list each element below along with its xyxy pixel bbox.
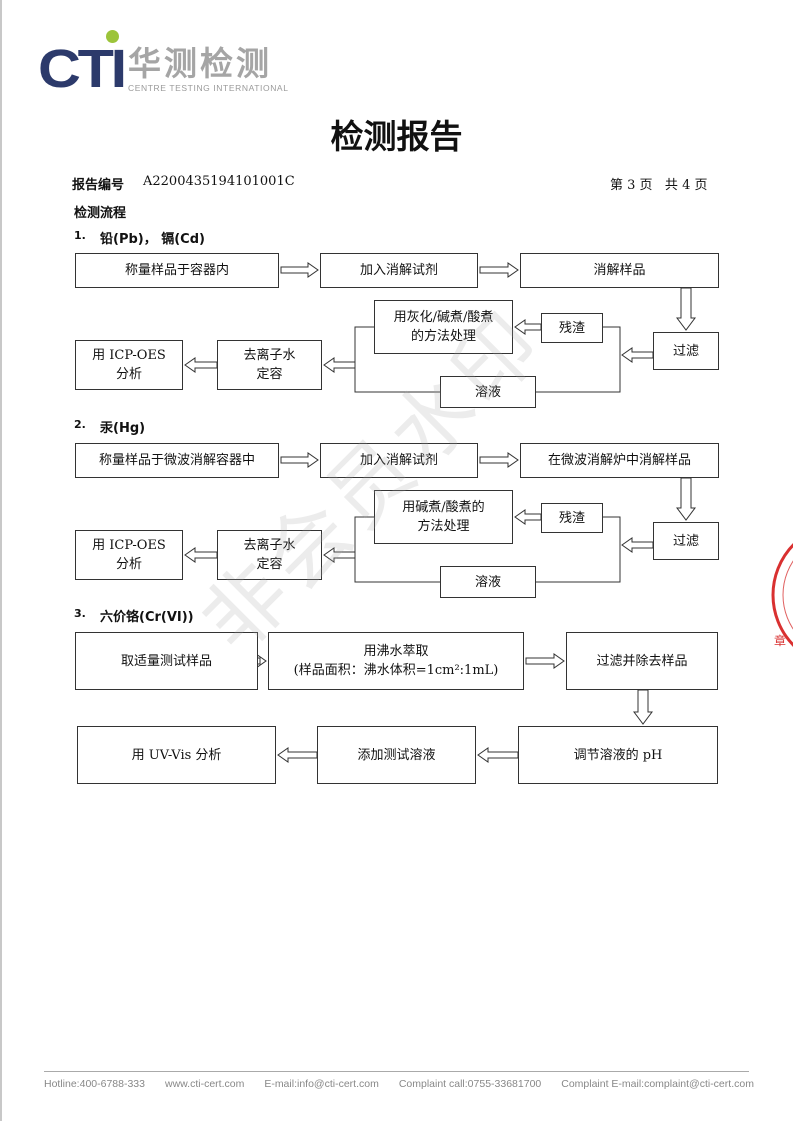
connector-line — [354, 516, 440, 583]
page-info: 第 3 页 共 4 页 — [610, 178, 708, 193]
section-1-title: 铅(Pb)， 镉(Cd) — [100, 232, 205, 247]
section-3-title: 六价铬(Cr(VI)) — [100, 610, 194, 625]
flow-step-2-c: 过滤并除去样品 — [566, 632, 718, 690]
section-2-title: 汞(Hg) — [100, 421, 146, 436]
footer: Hotline:400-6788-333 www.cti-cert.com E-… — [44, 1078, 754, 1090]
logo-english: CENTRE TESTING INTERNATIONAL — [128, 83, 289, 93]
flow-step-0-filter: 过滤 — [653, 332, 719, 370]
arrow-icon — [184, 357, 218, 373]
flow-step-1-residue: 残渣 — [541, 503, 603, 533]
flow-step-2-d: 调节溶液的 pH — [518, 726, 718, 784]
flow-step-2-f: 用 UV-Vis 分析 — [77, 726, 276, 784]
arrow-icon — [323, 357, 356, 373]
page-edge — [0, 0, 2, 1121]
flow-step-2-a: 取适量测试样品 — [75, 632, 258, 690]
section-1-num: 1. — [74, 229, 86, 242]
flow-step-2-b: 用沸水萃取 (样品面积：沸水体积=1cm²:1mL) — [268, 632, 524, 690]
flow-step-2-e: 添加测试溶液 — [317, 726, 476, 784]
arrow-down-icon — [676, 287, 696, 331]
report-no: A2200435194101001C — [143, 174, 295, 189]
arrow-icon — [525, 653, 565, 669]
arrow-icon — [479, 262, 519, 278]
arrow-icon — [280, 452, 319, 468]
flow-step-1-a: 称量样品于微波消解容器中 — [75, 443, 279, 478]
arrow-icon — [323, 547, 356, 563]
footer-hotline: Hotline:400-6788-333 — [44, 1078, 145, 1090]
arrow-icon — [479, 452, 519, 468]
flow-step-0-analyze: 用 ICP-OES 分析 — [75, 340, 183, 390]
arrow-icon — [514, 509, 542, 525]
flow-step-1-dilute: 去离子水 定容 — [217, 530, 322, 580]
flow-step-1-solution: 溶液 — [440, 566, 536, 598]
footer-complaint-email[interactable]: Complaint E-mail:complaint@cti-cert.com — [561, 1078, 754, 1090]
flow-step-1-c: 在微波消解炉中消解样品 — [520, 443, 719, 478]
logo-brand: CTI — [38, 39, 127, 99]
flow-step-1-treat: 用碱煮/酸煮的 方法处理 — [374, 490, 513, 544]
footer-divider — [44, 1071, 749, 1072]
footer-website[interactable]: www.cti-cert.com — [164, 1078, 245, 1090]
arrow-icon — [280, 262, 319, 278]
section-2-num: 2. — [74, 418, 86, 431]
flow-step-1-filter: 过滤 — [653, 522, 719, 560]
report-no-label: 报告编号 — [72, 178, 125, 193]
arrow-icon — [621, 537, 654, 553]
flow-step-0-a: 称量样品于容器内 — [75, 253, 279, 288]
flow-step-0-residue: 残渣 — [541, 313, 603, 343]
flow-step-1-b: 加入消解试剂 — [320, 443, 478, 478]
footer-email[interactable]: E-mail:info@cti-cert.com — [264, 1078, 379, 1090]
arrow-icon — [621, 347, 654, 363]
arrow-down-icon — [633, 689, 653, 725]
logo-dot — [106, 30, 119, 43]
arrow-icon — [277, 747, 318, 763]
connector-line — [354, 326, 440, 393]
flow-step-0-dilute: 去离子水 定容 — [217, 340, 322, 390]
logo-chinese: 华测检测 — [128, 44, 272, 83]
flow-step-0-solution: 溶液 — [440, 376, 536, 408]
connector-line — [536, 516, 621, 583]
flow-step-0-b: 加入消解试剂 — [320, 253, 478, 288]
arrow-icon — [514, 319, 542, 335]
stamp: 章 — [771, 543, 793, 648]
section-heading: 检测流程 — [74, 206, 127, 221]
arrow-down-icon — [676, 477, 696, 521]
arrow-icon — [184, 547, 218, 563]
arrow-icon — [477, 747, 519, 763]
flow-step-1-analyze: 用 ICP-OES 分析 — [75, 530, 183, 580]
flow-step-0-treat: 用灰化/碱煮/酸煮 的方法处理 — [374, 300, 513, 354]
flow-step-0-c: 消解样品 — [520, 253, 719, 288]
page-title: 检测报告 — [330, 117, 463, 156]
footer-complaint-call: Complaint call:0755-33681700 — [398, 1078, 542, 1090]
section-3-num: 3. — [74, 607, 86, 620]
connector-line — [536, 326, 621, 393]
svg-text:章: 章 — [774, 633, 786, 648]
